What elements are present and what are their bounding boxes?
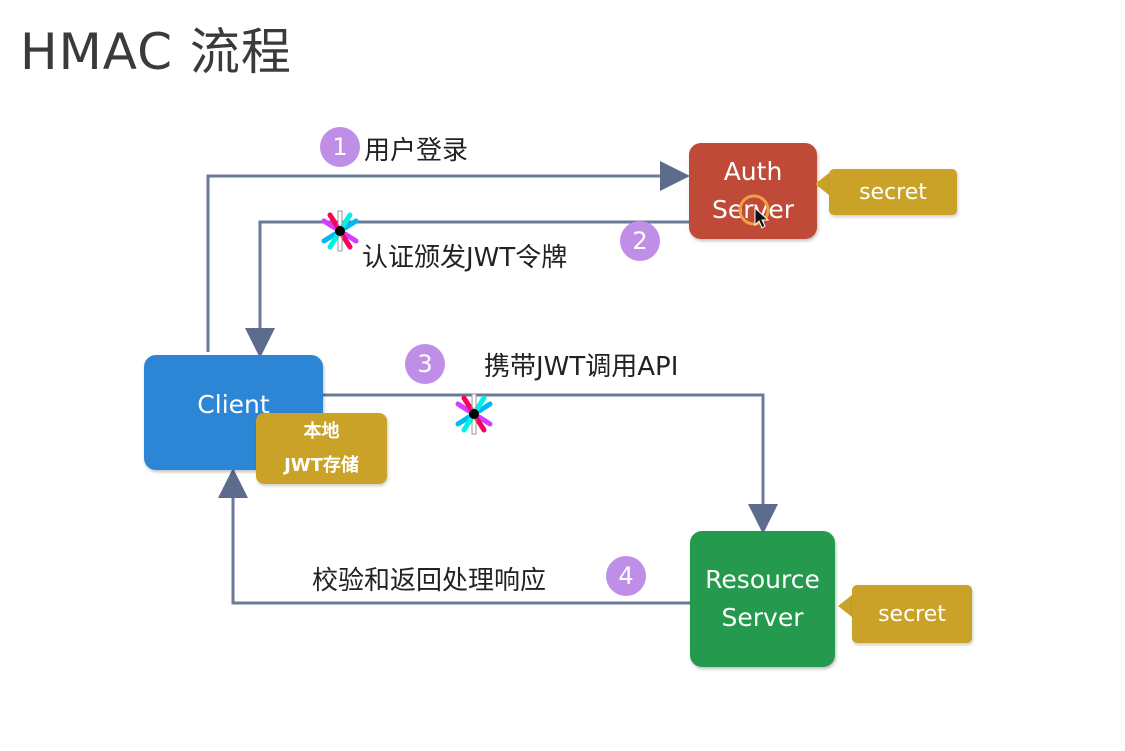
step-4-label: 校验和返回处理响应 — [312, 566, 547, 596]
resource-server-label-2: Server — [721, 603, 804, 632]
arrow-step-2 — [245, 220, 689, 358]
step-4-badge: 4 — [606, 556, 646, 596]
step-1-badge: 1 — [320, 127, 360, 167]
auth-secret-notch — [815, 173, 829, 195]
local-tag-line-2: JWT存储 — [284, 454, 359, 476]
local-jwt-storage-tag: 本地 JWT存储 — [256, 413, 387, 484]
arrow-step-1 — [206, 161, 690, 352]
arrow-step-3 — [323, 393, 778, 534]
step-3-badge: 3 — [405, 344, 445, 384]
auth-server-label-2: Server — [712, 195, 794, 224]
resource-secret-tag: secret — [852, 585, 972, 643]
jwt-logo-icon — [321, 209, 359, 253]
auth-secret-tag: secret — [829, 169, 957, 215]
arrow-step-4 — [218, 468, 690, 605]
step-3-label: 携带JWT调用API — [484, 352, 679, 382]
auth-server-label-1: Auth — [723, 157, 783, 186]
local-tag-line-1: 本地 — [303, 420, 340, 442]
step-2-label: 认证颁发JWT令牌 — [362, 243, 568, 273]
jwt-logo-icon — [455, 392, 493, 436]
resource-server-node: Resource Server — [690, 531, 835, 667]
page-title: HMAC 流程 — [20, 23, 292, 81]
step-2-badge: 2 — [620, 221, 660, 261]
client-label: Client — [197, 389, 270, 419]
resource-server-label-1: Resource — [705, 565, 820, 594]
resource-secret-notch — [838, 595, 852, 617]
cursor-icon — [738, 194, 770, 229]
step-1-label: 用户登录 — [364, 136, 469, 166]
